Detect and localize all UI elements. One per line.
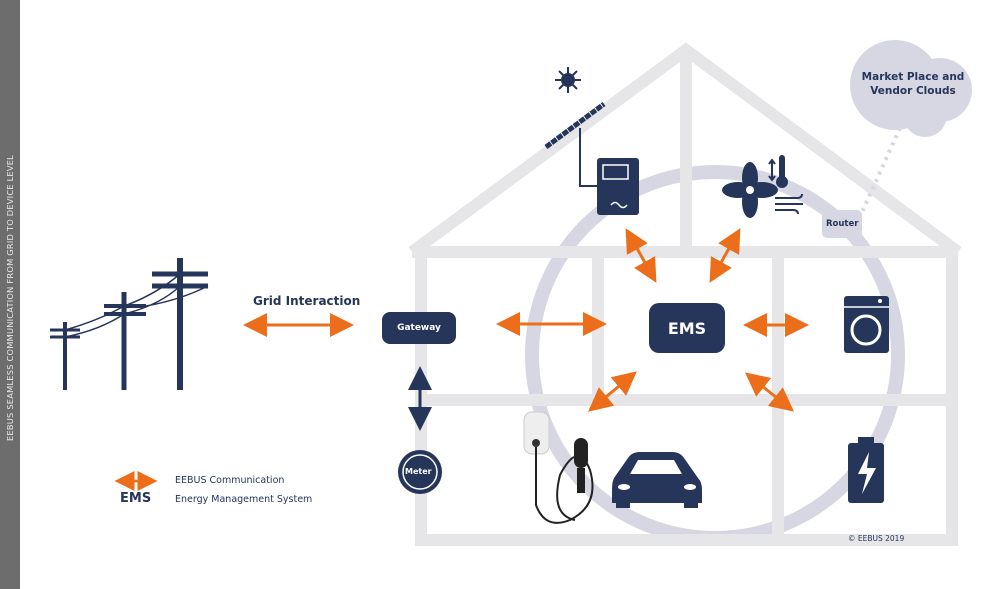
gateway-node[interactable]: Gateway: [382, 312, 456, 344]
sun-icon: [555, 67, 581, 93]
solar-panel-icon: [544, 101, 606, 150]
ems-battery-arrow: [744, 372, 795, 412]
heat-pump-fan-icon: [722, 155, 803, 218]
meter-label[interactable]: Meter: [405, 467, 432, 476]
meter-ring: [398, 450, 442, 494]
car-icon: [612, 452, 702, 508]
inverter-icon: [597, 158, 639, 215]
legend-ems-label: Energy Management System: [175, 494, 313, 505]
power-poles-icon: [50, 258, 209, 390]
legend-ems-symbol: EMS: [120, 491, 152, 506]
ems-node[interactable]: EMS: [649, 303, 725, 353]
cloud-icon: [850, 40, 972, 137]
legend-comm-label: EEBUS Communication: [175, 475, 285, 486]
wallbox-charger-icon: [523, 411, 594, 524]
router-label[interactable]: Router: [826, 219, 859, 229]
sidebar: EEBUS SEAMLESS COMMUNICATION FROM GRID T…: [0, 0, 20, 589]
router-box: [822, 210, 862, 238]
grid-interaction-label: Grid Interaction: [253, 294, 361, 308]
washing-machine-icon: [844, 296, 889, 353]
cloud-label: Market Place and Vendor Clouds: [861, 71, 965, 97]
ems-charger-arrow: [588, 371, 637, 412]
battery-icon: [848, 437, 884, 503]
ems-hvac-arrow: [709, 228, 741, 283]
ems-inverter-arrow: [625, 228, 657, 283]
copyright: © EEBUS 2019: [848, 534, 905, 543]
